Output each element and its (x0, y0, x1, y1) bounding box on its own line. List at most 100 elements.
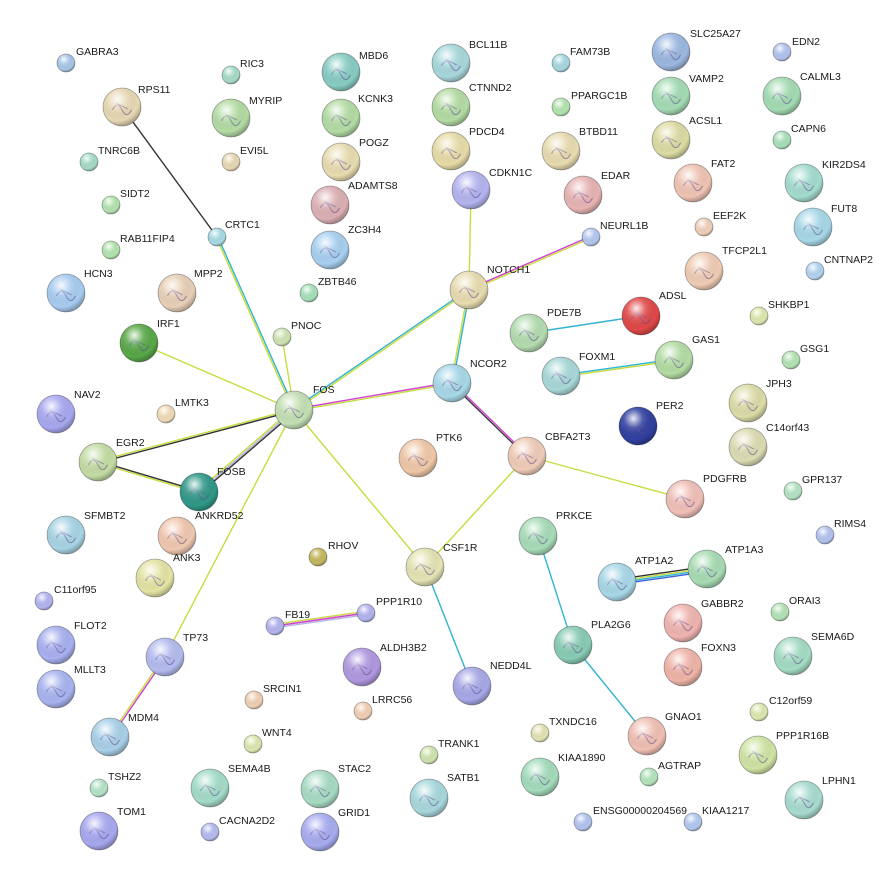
node-mpp2[interactable]: MPP2 (157, 268, 223, 313)
node-evi5l[interactable]: EVI5L (221, 145, 269, 172)
node-tfcp2l1[interactable]: TFCP2L1 (684, 245, 767, 291)
node-notch1[interactable]: NOTCH1 (449, 264, 530, 310)
node-agtrap[interactable]: AGTRAP (639, 760, 701, 787)
node-txndc16[interactable]: TXNDC16 (530, 716, 597, 743)
node-kcnk3[interactable]: KCNK3 (321, 93, 393, 138)
node-ensg00000204569[interactable]: ENSG00000204569 (573, 805, 687, 832)
node-pnoc[interactable]: PNOC (272, 320, 322, 347)
node-mdm4[interactable]: MDM4 (90, 712, 159, 757)
node-egr2[interactable]: EGR2 (78, 437, 145, 482)
node-lmtk3[interactable]: LMTK3 (156, 397, 209, 424)
node-c11orf95[interactable]: C11orf95 (34, 584, 97, 611)
node-rhov[interactable]: RHOV (308, 540, 358, 567)
node-cntnap2[interactable]: CNTNAP2 (805, 254, 873, 281)
node-edar[interactable]: EDAR (563, 170, 631, 215)
node-c14orf43[interactable]: C14orf43 (728, 422, 809, 467)
node-pde7b[interactable]: PDE7B (509, 307, 581, 353)
node-pla2g6[interactable]: PLA2G6 (553, 619, 631, 665)
node-ppp1r10[interactable]: PPP1R10 (356, 596, 422, 623)
node-foxm1[interactable]: FOXM1 (541, 351, 615, 396)
node-nav2[interactable]: NAV2 (36, 389, 101, 434)
node-kiaa1890[interactable]: KIAA1890 (520, 752, 605, 797)
node-trank1[interactable]: TRANK1 (419, 738, 480, 765)
node-bcl11b[interactable]: BCL11B (431, 39, 507, 83)
node-gabbr2[interactable]: GABBR2 (663, 598, 744, 643)
node-fb19[interactable]: FB19 (265, 609, 310, 636)
node-rab11fip4[interactable]: RAB11FIP4 (101, 233, 175, 260)
node-pdgfrb[interactable]: PDGFRB (665, 473, 747, 519)
node-sfmbt2[interactable]: SFMBT2 (46, 510, 126, 555)
node-grid1[interactable]: GRID1 (300, 807, 370, 852)
node-aldh3b2[interactable]: ALDH3B2 (342, 642, 427, 687)
node-lrrc56[interactable]: LRRC56 (353, 694, 412, 721)
node-zc3h4[interactable]: ZC3H4 (310, 224, 381, 270)
node-c12orf59[interactable]: C12orf59 (749, 695, 812, 722)
node-mllt3[interactable]: MLLT3 (36, 664, 106, 709)
node-jph3[interactable]: JPH3 (728, 378, 792, 423)
node-mbd6[interactable]: MBD6 (321, 50, 388, 92)
node-atp1a3[interactable]: ATP1A3 (687, 544, 763, 589)
node-rps11[interactable]: RPS11 (102, 84, 171, 127)
node-adsl[interactable]: ADSL (621, 290, 687, 336)
node-wnt4[interactable]: WNT4 (243, 727, 292, 754)
node-fam73b[interactable]: FAM73B (551, 46, 610, 73)
node-gabra3[interactable]: GABRA3 (56, 46, 119, 73)
node-prkce[interactable]: PRKCE (518, 510, 592, 556)
node-ctnnd2[interactable]: CTNND2 (431, 82, 512, 127)
node-fut8[interactable]: FUT8 (793, 203, 857, 247)
node-lphn1[interactable]: LPHN1 (784, 775, 856, 820)
node-calml3[interactable]: CALML3 (762, 71, 841, 116)
node-csf1r[interactable]: CSF1R (405, 542, 478, 587)
node-btbd11[interactable]: BTBD11 (541, 126, 618, 171)
node-sema4b[interactable]: SEMA4B (190, 763, 271, 808)
node-sema6d[interactable]: SEMA6D (773, 631, 855, 676)
node-tp73[interactable]: TP73 (145, 632, 208, 677)
node-cbfa2t3[interactable]: CBFA2T3 (507, 431, 591, 476)
node-crtc1[interactable]: CRTC1 (207, 219, 260, 247)
node-ptk6[interactable]: PTK6 (398, 432, 462, 478)
node-irf1[interactable]: IRF1 (119, 318, 180, 363)
node-ppp1r16b[interactable]: PPP1R16B (738, 730, 829, 775)
node-pogz[interactable]: POGZ (321, 137, 389, 182)
node-stac2[interactable]: STAC2 (300, 763, 371, 809)
node-orai3[interactable]: ORAI3 (770, 595, 821, 622)
node-edn2[interactable]: EDN2 (772, 36, 820, 62)
node-ric3[interactable]: RIC3 (221, 58, 264, 85)
node-ankrd52[interactable]: ANKRD52 (157, 510, 244, 556)
node-gas1[interactable]: GAS1 (654, 334, 720, 380)
node-eef2k[interactable]: EEF2K (694, 210, 746, 237)
node-gsg1[interactable]: GSG1 (781, 343, 829, 370)
node-rims4[interactable]: RIMS4 (815, 518, 866, 545)
node-satb1[interactable]: SATB1 (409, 772, 480, 818)
node-ncor2[interactable]: NCOR2 (432, 358, 507, 403)
node-ank3[interactable]: ANK3 (135, 552, 201, 598)
node-neurl1b[interactable]: NEURL1B (581, 220, 648, 247)
node-myrip[interactable]: MYRIP (211, 95, 282, 138)
node-srcin1[interactable]: SRCIN1 (244, 683, 302, 710)
node-pdcd4[interactable]: PDCD4 (431, 126, 505, 171)
node-tom1[interactable]: TOM1 (79, 806, 146, 851)
node-fosb[interactable]: FOSB (179, 466, 246, 512)
node-nedd4l[interactable]: NEDD4L (452, 660, 532, 706)
node-slc25a27[interactable]: SLC25A27 (651, 28, 741, 72)
node-kiaa1217[interactable]: KIAA1217 (683, 805, 749, 832)
node-foxn3[interactable]: FOXN3 (663, 642, 736, 687)
node-kir2ds4[interactable]: KIR2DS4 (784, 159, 866, 203)
node-adamts8[interactable]: ADAMTS8 (310, 180, 398, 225)
node-cacna2d2[interactable]: CACNA2D2 (200, 815, 275, 842)
node-flot2[interactable]: FLOT2 (36, 620, 107, 665)
node-capn6[interactable]: CAPN6 (772, 123, 826, 150)
node-tnrc6b[interactable]: TNRC6B (79, 145, 140, 172)
node-cdkn1c[interactable]: CDKN1C (451, 167, 533, 210)
node-per2[interactable]: PER2 (618, 400, 684, 446)
node-tshz2[interactable]: TSHZ2 (89, 771, 141, 798)
node-sidt2[interactable]: SIDT2 (101, 188, 150, 215)
node-shkbp1[interactable]: SHKBP1 (749, 299, 810, 326)
node-gpr137[interactable]: GPR137 (783, 474, 842, 501)
node-zbtb46[interactable]: ZBTB46 (299, 276, 357, 303)
node-fat2[interactable]: FAT2 (673, 158, 735, 203)
node-vamp2[interactable]: VAMP2 (651, 73, 724, 116)
node-hcn3[interactable]: HCN3 (46, 268, 113, 313)
node-acsl1[interactable]: ACSL1 (651, 115, 722, 160)
node-fos[interactable]: FOS (274, 384, 335, 430)
